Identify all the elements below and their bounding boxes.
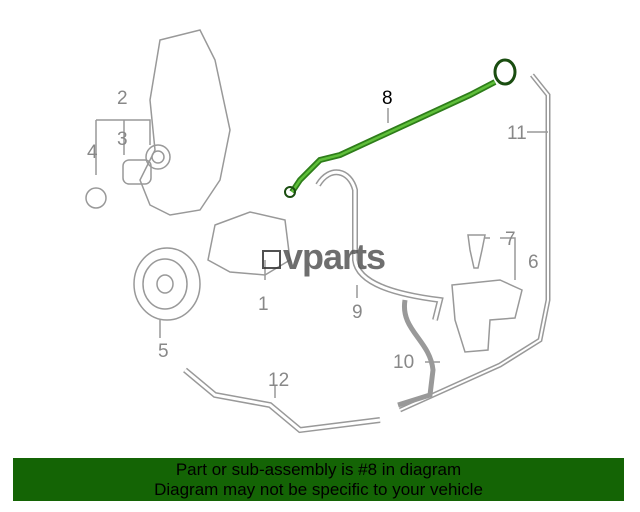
callout-7: 7 <box>505 229 516 250</box>
callout-3: 3 <box>117 129 128 150</box>
callout-11: 11 <box>507 123 527 144</box>
parts-diagram: 2 3 4 1 5 8 11 7 6 9 10 12 <box>85 29 551 434</box>
reservoir <box>451 279 523 353</box>
logo-box-icon <box>262 249 281 269</box>
snap-ring <box>85 187 107 209</box>
callout-6: 6 <box>528 252 539 273</box>
info-banner: Part or sub-assembly is #8 in diagram Di… <box>13 458 624 501</box>
callout-9: 9 <box>352 302 363 323</box>
reservoir-cap <box>467 234 486 269</box>
callout-2: 2 <box>117 88 128 109</box>
callout-labels: 2 3 4 1 5 8 11 7 6 9 10 12 <box>87 88 539 391</box>
part-8-highlight <box>284 58 517 198</box>
callout-12: 12 <box>268 370 289 391</box>
banner-line-2: Diagram may not be specific to your vehi… <box>154 480 483 499</box>
callout-10: 10 <box>393 352 414 373</box>
bushing <box>122 159 152 185</box>
vparts-logo: vparts <box>262 236 386 278</box>
callout-5: 5 <box>158 341 169 362</box>
callout-4: 4 <box>87 142 98 163</box>
pump-bracket <box>139 29 231 216</box>
callout-8: 8 <box>382 88 393 109</box>
callout-1: 1 <box>258 294 269 315</box>
pulley <box>133 247 201 321</box>
hose-10 <box>397 299 436 408</box>
banner-line-1: Part or sub-assembly is #8 in diagram <box>175 460 462 479</box>
logo-text: vparts <box>283 236 386 277</box>
